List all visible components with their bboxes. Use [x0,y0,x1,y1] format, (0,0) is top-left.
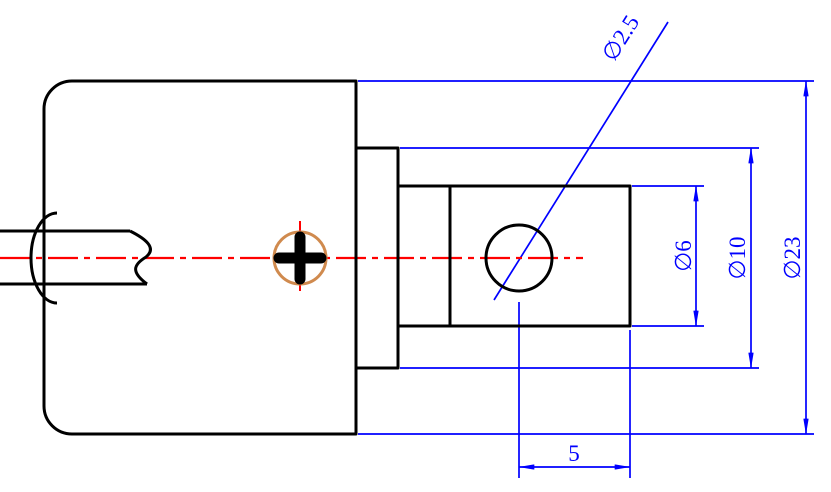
part-outline-group [0,79,632,436]
dimension-group: ∅23 ∅10 ∅6 5 ∅2.5 [358,11,814,478]
dim-dia10-label: ∅10 [725,236,750,279]
dim-dia2-5-label: ∅2.5 [597,11,644,66]
flange-outline [356,146,400,370]
small-boss-outline [398,184,632,328]
dim-dia6-label: ∅6 [671,240,696,272]
dim-dia2-5-leader-line [493,21,669,301]
part-body-outline [42,79,358,436]
dim-dia23-label: ∅23 [780,236,805,279]
cross-recess-symbol[interactable] [273,231,327,285]
snap-point-marker[interactable] [272,230,328,286]
hole-circle [484,223,554,293]
break-line [129,229,152,286]
dim-len5-label: 5 [568,441,580,466]
shaft-end-arc [29,211,58,305]
